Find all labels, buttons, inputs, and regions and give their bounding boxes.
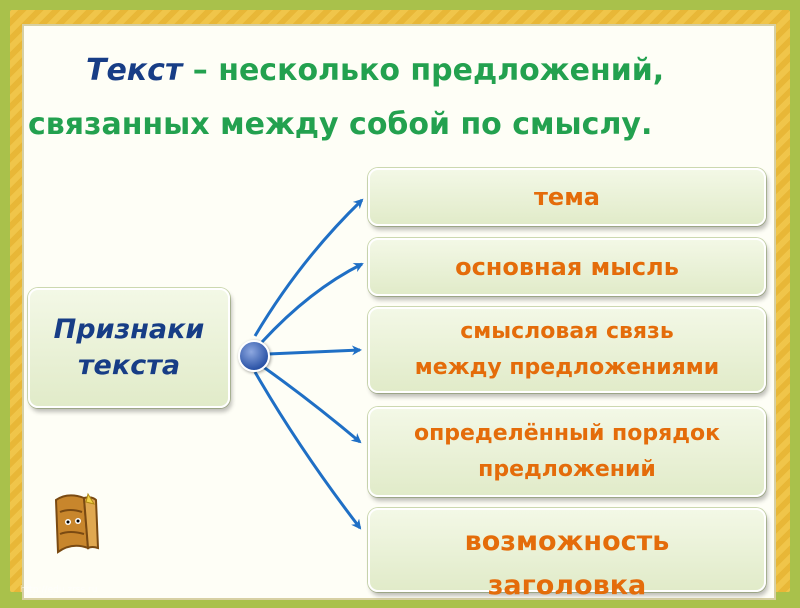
feature-5-line1: возможность: [465, 520, 670, 564]
feature-4-line2: предложений: [414, 452, 720, 488]
feature-5-line2: заголовка: [465, 564, 670, 608]
arrow-to-feature-4: [262, 366, 360, 442]
book-icon: [48, 490, 104, 560]
feature-2-line1: основная мысль: [455, 249, 679, 285]
arrow-to-feature-3: [268, 350, 360, 354]
feature-box-1: тема: [368, 168, 766, 226]
feature-box-4: определённый порядок предложений: [368, 407, 766, 497]
feature-box-3: смысловая связь между предложениями: [368, 307, 766, 393]
feature-box-5: возможность заголовка: [368, 508, 766, 592]
main-concept-box: Признаки текста: [28, 288, 230, 408]
feature-4-line1: определённый порядок: [414, 416, 720, 452]
arrow-to-feature-1: [255, 200, 362, 336]
main-concept-line2: текста: [54, 348, 205, 384]
arrow-to-feature-5: [255, 372, 360, 528]
main-concept-line1: Признаки: [54, 312, 205, 348]
feature-1-line1: тема: [534, 179, 600, 215]
watermark: http://edu.zrss.ru: [20, 585, 97, 595]
feature-3-line2: между предложениями: [415, 350, 719, 386]
feature-3-line1: смысловая связь: [415, 314, 719, 350]
feature-box-2: основная мысль: [368, 238, 766, 296]
hub-dot: [238, 340, 270, 372]
